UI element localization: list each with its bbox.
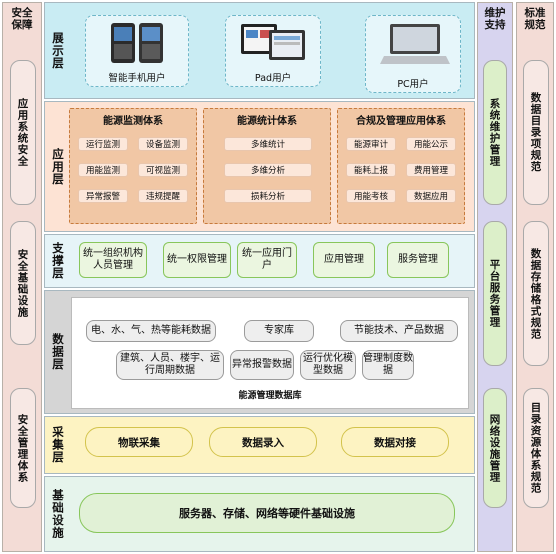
pc-user-label: PC用户 (397, 79, 429, 90)
security-mgmt-label: 安全管理体系 (16, 413, 29, 483)
storage-spec-label: 数据存储格式规范 (529, 247, 542, 340)
platform-service-label: 平台服务管理 (488, 259, 501, 328)
compliance-item: 费用管理 (406, 163, 456, 177)
compliance-group-title: 合规及管理应用体系 (356, 116, 446, 127)
database-caption: 能源管理数据库 (238, 391, 302, 401)
catalog-spec-label: 数据目录项规范 (529, 92, 542, 173)
compliance-item: 用能考核 (346, 189, 396, 203)
smartphone-icon (111, 23, 163, 63)
compliance-item: 用能公示 (406, 137, 456, 151)
data-item: 运行优化模型数据 (300, 350, 356, 380)
standards-column-title: 标准 规范 (524, 7, 546, 31)
security-mgmt-pill: 安全管理体系 (10, 388, 36, 508)
tablet-card: Pad用户 (225, 15, 321, 87)
network-mgmt-pill: 网络设施管理 (483, 388, 507, 508)
system-maint-label: 系统维护管理 (488, 98, 501, 167)
display-layer-label: 展示层 (51, 31, 65, 70)
app-mgmt-box: 应用管理 (313, 242, 375, 278)
data-layer: 数据层 电、水、气、热等能耗数据 专家库 节能技术、产品数据 建筑、人员、楼宇、… (44, 290, 475, 414)
org-personnel-box: 统一组织机构人员管理 (79, 242, 147, 278)
compliance-item: 数据应用 (406, 189, 456, 203)
data-item: 专家库 (244, 320, 314, 342)
data-entry-box: 数据录入 (209, 427, 317, 457)
statistics-item: 多维分析 (224, 163, 312, 177)
smartphone-card: 智能手机用户 (85, 15, 189, 87)
resource-spec-label: 目录资源体系规范 (529, 402, 542, 494)
infra-layer-label: 基础设施 (51, 489, 65, 539)
infra-box: 服务器、存储、网络等硬件基础设施 (79, 493, 455, 533)
infra-layer: 基础设施 服务器、存储、网络等硬件基础设施 (44, 476, 475, 552)
tablet-icon (241, 24, 305, 60)
monitoring-item: 违规提醒 (138, 189, 188, 203)
platform-service-pill: 平台服务管理 (483, 221, 507, 366)
statistics-item: 多维统计 (224, 137, 312, 151)
monitoring-item: 运行监测 (78, 137, 128, 151)
system-maint-pill: 系统维护管理 (483, 60, 507, 205)
standards-column: 标准 规范 数据目录项规范 数据存储格式规范 目录资源体系规范 (516, 2, 554, 552)
smartphone-user-label: 智能手机用户 (108, 73, 166, 84)
iot-collect-box: 物联采集 (85, 427, 193, 457)
app-security-pill: 应用系统安全 (10, 60, 36, 205)
data-layer-label: 数据层 (51, 333, 65, 371)
data-item: 电、水、气、热等能耗数据 (86, 320, 216, 342)
database-panel: 电、水、气、热等能耗数据 专家库 节能技术、产品数据 建筑、人员、楼宇、运行周期… (71, 297, 469, 409)
data-item: 建筑、人员、楼宇、运行周期数据 (116, 350, 224, 380)
compliance-item: 能源审计 (346, 137, 396, 151)
security-column: 安全 保障 应用系统安全 安全基础设施 安全管理体系 (2, 2, 42, 552)
maintenance-column-title: 维护 支持 (484, 7, 506, 31)
service-mgmt-box: 服务管理 (387, 242, 449, 278)
support-layer: 支撑层 统一组织机构人员管理 统一权限管理 统一应用门户 应用管理 服务管理 (44, 234, 475, 288)
catalog-spec-pill: 数据目录项规范 (523, 60, 549, 205)
security-infra-label: 安全基础设施 (16, 248, 29, 318)
storage-spec-pill: 数据存储格式规范 (523, 221, 549, 366)
data-item: 管理制度数据 (362, 350, 414, 380)
compliance-group: 合规及管理应用体系 能源审计 用能公示 能耗上报 费用管理 用能考核 数据应用 (337, 108, 465, 224)
monitoring-item: 用能监测 (78, 163, 128, 177)
compliance-item: 能耗上报 (346, 163, 396, 177)
network-mgmt-label: 网络设施管理 (488, 413, 501, 483)
security-infra-pill: 安全基础设施 (10, 221, 36, 345)
data-item: 异常报警数据 (230, 350, 294, 380)
permission-box: 统一权限管理 (163, 242, 231, 278)
pc-card: PC用户 (365, 15, 461, 93)
monitoring-item: 异常报警 (78, 189, 128, 203)
monitoring-group: 能源监测体系 运行监测 设备监测 用能监测 可视监测 异常报警 违规提醒 (69, 108, 197, 224)
monitoring-group-title: 能源监测体系 (103, 116, 163, 127)
data-item: 节能技术、产品数据 (340, 320, 458, 342)
app-security-label: 应用系统安全 (16, 98, 29, 167)
application-layer: 应用层 能源监测体系 运行监测 设备监测 用能监测 可视监测 异常报警 违规提醒… (44, 101, 475, 232)
statistics-group-title: 能源统计体系 (237, 116, 297, 127)
security-column-title: 安全 保障 (11, 7, 33, 31)
collection-layer-label: 采集层 (51, 426, 65, 464)
laptop-icon (380, 24, 450, 64)
collection-layer: 采集层 物联采集 数据录入 数据对接 (44, 416, 475, 474)
support-layer-label: 支撑层 (51, 242, 65, 280)
portal-box: 统一应用门户 (237, 242, 297, 278)
statistics-group: 能源统计体系 多维统计 多维分析 损耗分析 (203, 108, 331, 224)
display-layer: 展示层 智能手机用户 Pad用户 PC用户 (44, 2, 475, 99)
maintenance-column: 维护 支持 系统维护管理 平台服务管理 网络设施管理 (477, 2, 513, 552)
monitoring-item: 设备监测 (138, 137, 188, 151)
statistics-item: 损耗分析 (224, 189, 312, 203)
application-layer-label: 应用层 (51, 147, 65, 186)
pad-user-label: Pad用户 (254, 73, 292, 84)
data-docking-box: 数据对接 (341, 427, 449, 457)
resource-spec-pill: 目录资源体系规范 (523, 388, 549, 508)
monitoring-item: 可视监测 (138, 163, 188, 177)
